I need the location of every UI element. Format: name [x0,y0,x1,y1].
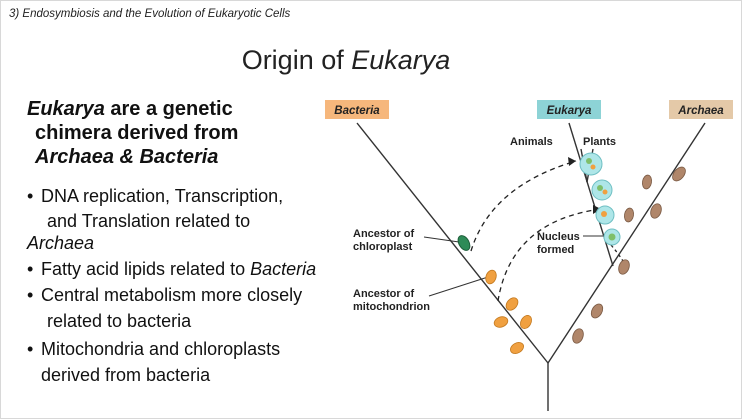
eukarya-label: Eukarya [547,105,592,117]
eukaryote-cells [579,152,621,246]
bullet-3: • Central metabolism more closely [27,284,302,307]
archaea-cell [672,166,686,182]
archaea-cell [572,328,584,344]
archaea-cell [642,174,652,190]
archaea-box [669,100,733,119]
bullet-3-line-1: Central metabolism more closely [41,285,303,305]
bacteria-box [325,100,389,119]
bullet-2-text: Fatty acid lipids related to [41,259,251,279]
eukaryote-cell [579,152,603,176]
organelle [590,164,596,170]
bullet-1: • DNA replication, Transcription, [27,185,283,208]
bullet-1-line-3: Archaea [27,233,95,253]
bullet-2-italic: Bacteria [250,259,317,279]
bacteria-cell [520,315,532,329]
archaea-cell [650,203,662,219]
mitochondrion-leader [428,276,489,297]
archaea-cell [618,259,630,275]
bullet-4-line-2: derived from bacteria [41,365,211,385]
archaea-cell [590,303,604,319]
bacteria-cell [493,316,509,328]
heading-line-1: Eukarya are a genetic [27,97,327,121]
bacteria-cell [510,342,524,354]
chloroplast-leader [423,236,460,243]
bacteria-cells [485,269,532,354]
tree-branches [356,122,706,411]
chloroplast-label-2: chloroplast [353,241,413,253]
heading-line-2: chimera derived from [35,122,239,144]
bullet-dot: • [27,186,34,206]
chloroplast-ancestor-cell [457,235,471,251]
bullet-dot: • [27,259,34,279]
nucleus-label-2: formed [537,244,574,256]
slide-header: 3) Endosymbiosis and the Evolution of Eu… [9,8,291,20]
chloroplast-arrow [470,160,577,252]
slide-title: Origin of Eukarya [1,45,691,76]
mitochondrion-arrow [497,208,602,302]
bullet-2: • Fatty acid lipids related to Bacteria [27,258,316,281]
mitochondrion-arrowhead [593,205,601,214]
bacteria-branch [356,122,549,364]
bacteria-label: Bacteria [334,105,380,117]
bullet-4-line-1: Mitochondria and chloroplasts [41,339,281,359]
animals-label: Animals [510,136,553,148]
organelle [601,211,607,217]
main-heading: Eukarya are a genetic chimera derived fr… [27,97,327,169]
chloroplast-arrowhead [568,157,576,166]
mitochondrion-label-2: mitochondrion [353,301,430,313]
nucleus-icon [608,233,616,241]
archaea-eukarya-branch [547,122,706,364]
mitochondrion-label-1: Ancestor of [353,288,414,300]
bullet-dot: • [27,339,34,359]
plants-label: Plants [583,136,616,148]
bacteria-cell [505,297,519,311]
eukarya-box [537,100,601,119]
archaea-label: Archaea [677,105,724,117]
organelle [602,189,608,195]
nucleus-label-1: Nucleus [537,231,580,243]
archaea-cell [624,207,634,223]
bullet-1-line-2: and Translation related to [47,211,251,231]
mitochondrion-ancestor-cell [485,269,497,285]
bullet-4: • Mitochondria and chloroplasts [27,338,280,361]
archaea-cells [572,166,686,344]
bullet-3-line-2: related to bacteria [47,311,192,331]
organelle [586,158,592,164]
heading-line-3: Archaea & Bacteria [35,146,219,168]
title-italic: Eukarya [351,45,451,75]
chloroplast-label-1: Ancestor of [353,228,414,240]
organelle [597,185,603,191]
bullet-1-line-1: DNA replication, Transcription, [41,186,284,206]
bullet-dot: • [27,285,34,305]
heading-eukarya: Eukarya [27,98,105,120]
heading-line1-rest: are a genetic [104,98,233,120]
title-prefix: Origin of [241,45,352,75]
